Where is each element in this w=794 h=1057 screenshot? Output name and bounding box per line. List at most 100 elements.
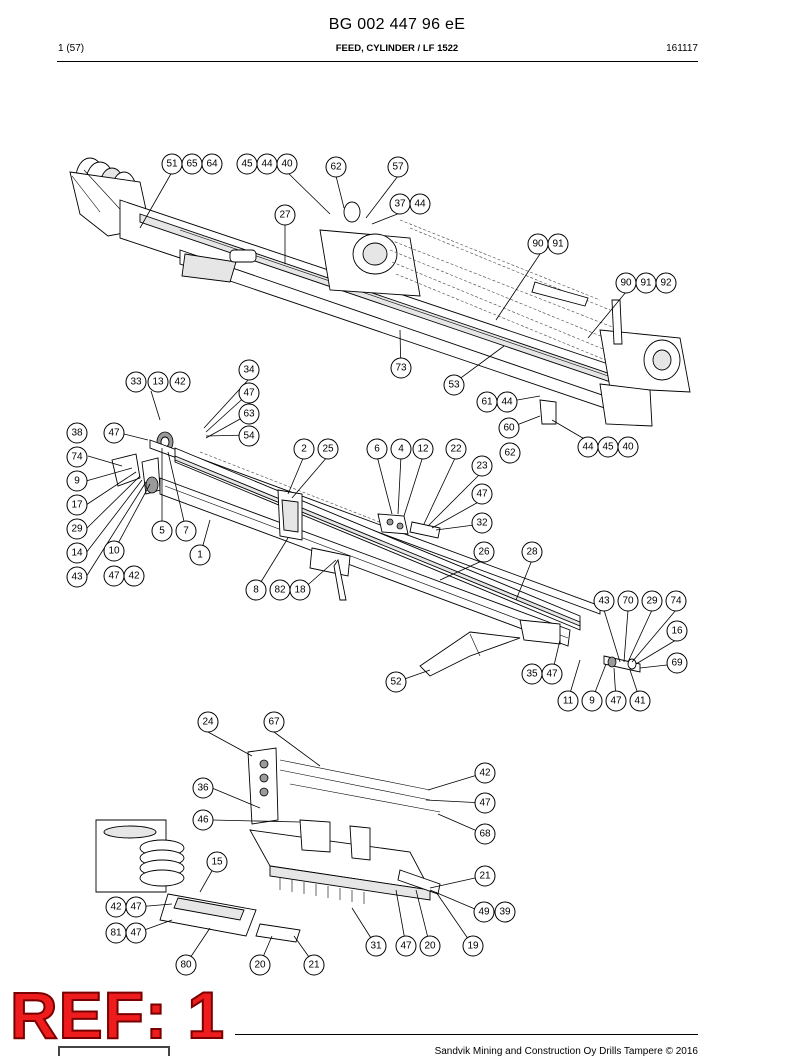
- callout[interactable]: 29: [66, 518, 88, 540]
- callout[interactable]: 36: [192, 777, 214, 799]
- callout[interactable]: 60: [498, 417, 520, 439]
- callout[interactable]: 82: [269, 579, 291, 601]
- callout-label: 6: [374, 444, 380, 455]
- callout[interactable]: 42: [105, 896, 127, 918]
- callout[interactable]: 42: [474, 762, 496, 784]
- callout[interactable]: 47: [541, 663, 563, 685]
- callout[interactable]: 52: [385, 671, 407, 693]
- callout[interactable]: 47: [125, 922, 147, 944]
- callout[interactable]: 39: [494, 901, 516, 923]
- callout[interactable]: 45: [597, 436, 619, 458]
- callout-label: 44: [582, 442, 594, 453]
- callout[interactable]: 9: [581, 690, 603, 712]
- callout[interactable]: 47: [103, 565, 125, 587]
- callout[interactable]: 53: [443, 374, 465, 396]
- callout[interactable]: 68: [474, 823, 496, 845]
- callout[interactable]: 40: [276, 153, 298, 175]
- callout-label: 2: [301, 444, 307, 455]
- callout[interactable]: 24: [197, 711, 219, 733]
- callout[interactable]: 2: [293, 438, 315, 460]
- callout[interactable]: 1: [189, 544, 211, 566]
- callout[interactable]: 21: [474, 865, 496, 887]
- callout[interactable]: 28: [521, 541, 543, 563]
- callout[interactable]: 32: [471, 512, 493, 534]
- callout[interactable]: 74: [665, 590, 687, 612]
- callout[interactable]: 42: [123, 565, 145, 587]
- callout[interactable]: 42: [169, 371, 191, 393]
- callout[interactable]: 15: [206, 851, 228, 873]
- callout[interactable]: 27: [274, 204, 296, 226]
- callout[interactable]: 5: [151, 520, 173, 542]
- callout[interactable]: 43: [66, 566, 88, 588]
- callout[interactable]: 7: [175, 520, 197, 542]
- callout[interactable]: 47: [395, 935, 417, 957]
- callout[interactable]: 46: [192, 809, 214, 831]
- callout[interactable]: 74: [66, 446, 88, 468]
- callout[interactable]: 10: [103, 540, 125, 562]
- callout[interactable]: 47: [605, 690, 627, 712]
- callout[interactable]: 47: [238, 382, 260, 404]
- callout[interactable]: 37: [389, 193, 411, 215]
- callout[interactable]: 22: [445, 438, 467, 460]
- callout[interactable]: 13: [147, 371, 169, 393]
- callout[interactable]: 12: [412, 438, 434, 460]
- callout[interactable]: 18: [289, 579, 311, 601]
- callout[interactable]: 14: [66, 542, 88, 564]
- callout[interactable]: 62: [499, 442, 521, 464]
- callout[interactable]: 47: [125, 896, 147, 918]
- callout[interactable]: 92: [655, 272, 677, 294]
- callout[interactable]: 64: [201, 153, 223, 175]
- callout[interactable]: 47: [103, 422, 125, 444]
- callout[interactable]: 33: [125, 371, 147, 393]
- callout[interactable]: 81: [105, 922, 127, 944]
- callout[interactable]: 6: [366, 438, 388, 460]
- callout[interactable]: 9: [66, 470, 88, 492]
- callout[interactable]: 62: [325, 156, 347, 178]
- callout[interactable]: 90: [615, 272, 637, 294]
- callout[interactable]: 20: [249, 954, 271, 976]
- callout[interactable]: 45: [236, 153, 258, 175]
- callout-label: 68: [479, 829, 491, 840]
- callout[interactable]: 16: [666, 620, 688, 642]
- callout[interactable]: 80: [175, 954, 197, 976]
- callout[interactable]: 90: [527, 233, 549, 255]
- callout[interactable]: 41: [629, 690, 651, 712]
- callout[interactable]: 47: [474, 792, 496, 814]
- callout[interactable]: 26: [473, 541, 495, 563]
- callout[interactable]: 61: [476, 391, 498, 413]
- callout[interactable]: 49: [473, 901, 495, 923]
- callout[interactable]: 17: [66, 494, 88, 516]
- callout[interactable]: 31: [365, 935, 387, 957]
- callout[interactable]: 43: [593, 590, 615, 612]
- callout[interactable]: 51: [161, 153, 183, 175]
- callout[interactable]: 40: [617, 436, 639, 458]
- callout[interactable]: 70: [617, 590, 639, 612]
- callout[interactable]: 19: [462, 935, 484, 957]
- callout[interactable]: 29: [641, 590, 663, 612]
- callout[interactable]: 38: [66, 422, 88, 444]
- callout[interactable]: 91: [635, 272, 657, 294]
- callout[interactable]: 44: [577, 436, 599, 458]
- callout[interactable]: 44: [409, 193, 431, 215]
- callout[interactable]: 91: [547, 233, 569, 255]
- callout[interactable]: 69: [666, 652, 688, 674]
- callout[interactable]: 65: [181, 153, 203, 175]
- callout[interactable]: 8: [245, 579, 267, 601]
- callout-label: 37: [394, 199, 406, 210]
- callout[interactable]: 20: [419, 935, 441, 957]
- callout[interactable]: 35: [521, 663, 543, 685]
- callout[interactable]: 4: [390, 438, 412, 460]
- callout[interactable]: 11: [557, 690, 579, 712]
- callout[interactable]: 25: [317, 438, 339, 460]
- callout[interactable]: 21: [303, 954, 325, 976]
- callout[interactable]: 54: [238, 425, 260, 447]
- callout[interactable]: 23: [471, 455, 493, 477]
- callout[interactable]: 67: [263, 711, 285, 733]
- callout[interactable]: 47: [471, 483, 493, 505]
- callout[interactable]: 73: [390, 357, 412, 379]
- callout[interactable]: 34: [238, 359, 260, 381]
- callout[interactable]: 44: [496, 391, 518, 413]
- callout[interactable]: 44: [256, 153, 278, 175]
- callout[interactable]: 63: [238, 403, 260, 425]
- callout[interactable]: 57: [387, 156, 409, 178]
